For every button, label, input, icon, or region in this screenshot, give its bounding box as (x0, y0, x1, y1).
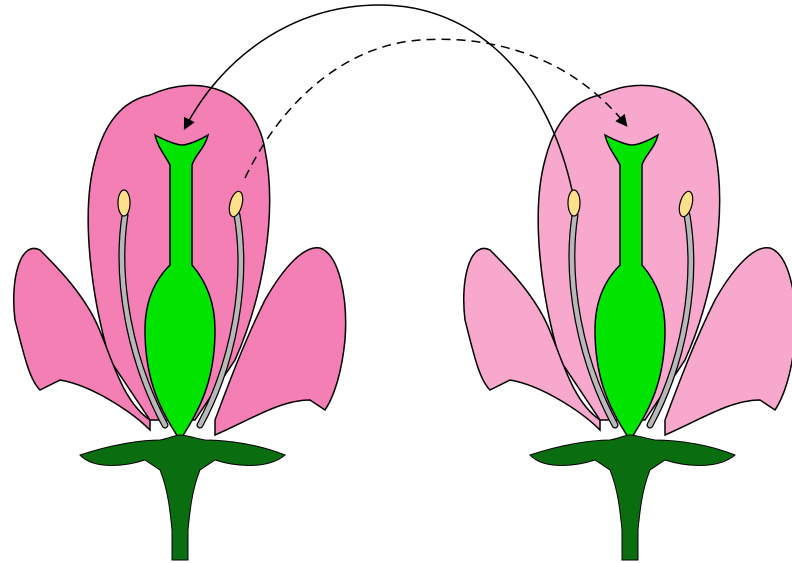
right-flower-anther-left (568, 190, 580, 216)
left-flower-anther-left (118, 190, 130, 216)
left-flower-sepals (80, 435, 285, 560)
right-flower-sepals (530, 435, 735, 560)
left-flower (14, 85, 346, 560)
right-flower (464, 85, 792, 560)
